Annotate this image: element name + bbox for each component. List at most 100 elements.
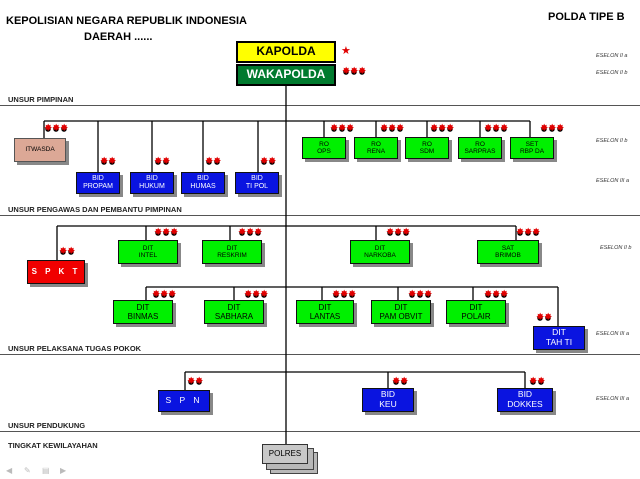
section-label-pendukung: UNSUR PENDUKUNG — [8, 421, 86, 430]
star-icon: ✸ — [162, 227, 171, 238]
box-line-1: RO — [371, 140, 381, 148]
box-line-1: DIT — [142, 244, 154, 252]
box-line-1: DIT — [394, 302, 408, 312]
rank-stars: ✸✸ — [205, 157, 221, 167]
section-label-kewilayahan: TINGKAT KEWILAYAHAN — [8, 441, 98, 450]
rank-stars: ✸✸✸ — [330, 124, 354, 134]
box-line-1: DIT — [469, 302, 483, 312]
box-line-2: HUKUM — [139, 183, 165, 190]
rank-stars: ✸✸✸ — [516, 228, 540, 238]
box-line-1: SAT — [501, 244, 515, 252]
spkt-box: S P K T — [27, 260, 85, 284]
star-icon: ✸ — [254, 227, 263, 238]
box-line-1: BID — [92, 174, 104, 182]
section-divider — [0, 105, 640, 106]
slide-next-icon[interactable]: ▶ — [60, 466, 67, 475]
star-icon: ✸ — [170, 227, 179, 238]
star-icon: ✸ — [338, 123, 347, 134]
star-icon: ✸ — [396, 123, 405, 134]
star-icon: ✸ — [408, 289, 417, 300]
star-icon: ✸ — [205, 156, 214, 167]
star-icon: ✸ — [330, 123, 339, 134]
spkt-label: S P K T — [31, 267, 81, 277]
wakapolda-box: WAKAPOLDA — [236, 64, 336, 86]
polres-box: POLRES — [262, 444, 308, 464]
rank-stars: ✸✸ — [100, 157, 116, 167]
star-icon: ✸ — [162, 156, 171, 167]
star-icon: ✸ — [402, 227, 411, 238]
section-label-pelaksana: UNSUR PELAKSANA TUGAS POKOK — [8, 344, 142, 353]
star-icon: ✸ — [260, 289, 269, 300]
section-label-pimpinan: UNSUR PIMPINAN — [8, 95, 74, 104]
star-icon: ✸ — [500, 123, 509, 134]
box-line-1: RO — [422, 140, 432, 148]
eselon-label: ESELON III a — [596, 331, 630, 337]
eselon-label: ESELON II a — [596, 53, 628, 59]
star-icon: ✸ — [260, 156, 269, 167]
rank-stars: ✸✸ — [529, 377, 545, 387]
box-line-2: OPS — [317, 148, 331, 155]
star-icon: ✸ — [59, 246, 68, 257]
slide-menu-icon[interactable]: ▤ — [42, 466, 50, 475]
rank-stars: ✸✸✸ — [386, 228, 410, 238]
eselon-label: ESELON III a — [596, 396, 630, 402]
eselon-label: ESELON III a — [596, 178, 630, 184]
star-icon: ✸ — [529, 376, 538, 387]
star-icon: ✸ — [394, 227, 403, 238]
star-icon: ✸ — [160, 289, 169, 300]
slide-pen-icon[interactable]: ✎ — [24, 466, 31, 475]
rank-stars: ✸✸✸ — [244, 290, 268, 300]
rank-stars: ✸✸ — [187, 377, 203, 387]
itwasda-box: ITWASDA — [14, 138, 66, 162]
rank-stars: ✸✸✸ — [238, 228, 262, 238]
star-icon: ✸ — [268, 156, 277, 167]
rank-stars: ✸✸✸ — [154, 228, 178, 238]
box-line-2: BRIMOB — [495, 252, 521, 259]
eselon-label: ESELON II b — [596, 138, 628, 144]
kapolda-label: KAPOLDA — [256, 44, 316, 59]
spn-label: S P N — [165, 395, 203, 406]
star-icon: ✸ — [516, 227, 525, 238]
star-icon: ✸ — [548, 123, 557, 134]
section-divider — [0, 215, 640, 216]
box-line-1: SET — [525, 140, 539, 148]
star-icon: ✸ — [152, 289, 161, 300]
star-icon: ✸ — [492, 289, 501, 300]
kapolda-box: KAPOLDA — [236, 41, 336, 63]
star-icon: ✸ — [544, 312, 553, 323]
polda-type-label: POLDA TIPE B — [548, 11, 625, 23]
box-line-1: DIT — [374, 244, 386, 252]
star-icon: ✸ — [540, 123, 549, 134]
rank-stars: ✸✸ — [392, 377, 408, 387]
star-icon: ✸ — [430, 123, 439, 134]
rank-stars: ✸✸✸ — [342, 67, 366, 77]
star-icon: ✸ — [484, 289, 493, 300]
star-icon: ✸ — [484, 123, 493, 134]
star-icon: ✸ — [154, 227, 163, 238]
star-icon: ✸ — [346, 123, 355, 134]
star-icon: ✸ — [67, 246, 76, 257]
box-line-1: DIT — [136, 302, 150, 312]
box-line-2: RESKRIM — [217, 252, 247, 259]
box-line-1: DIT — [227, 302, 241, 312]
rank-stars: ✸✸ — [154, 157, 170, 167]
star-icon: ✸ — [380, 123, 389, 134]
itwasda-label: ITWASDA — [25, 146, 55, 154]
box-line-2: PROPAM — [83, 183, 113, 190]
polres-label: POLRES — [268, 449, 302, 459]
box-line-2: TI POL — [245, 183, 269, 190]
star-icon: ✸ — [492, 123, 501, 134]
rank-stars: ✸✸✸ — [44, 124, 68, 134]
rank-stars: ✸✸✸ — [332, 290, 356, 300]
star-icon: ✸ — [340, 289, 349, 300]
star-icon: ✸ — [386, 227, 395, 238]
box-line-2: SARPRAS — [464, 148, 496, 155]
slide-prev-icon[interactable]: ◀ — [6, 466, 13, 475]
